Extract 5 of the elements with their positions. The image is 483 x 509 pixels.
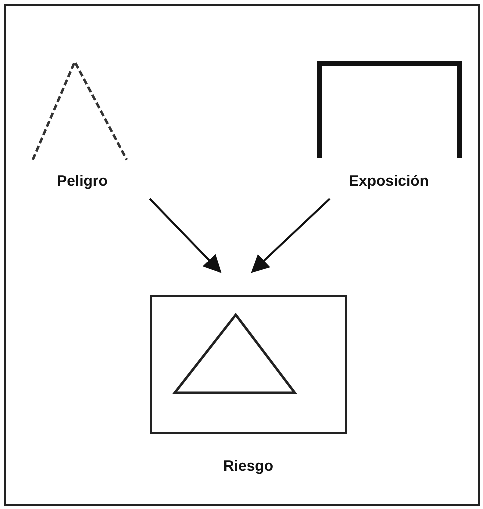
arrow (251, 198, 331, 274)
node-label: Peligro (56, 173, 109, 190)
node-label: Riesgo (222, 458, 274, 475)
node-label: Exposición (348, 173, 430, 190)
arrow (149, 198, 222, 274)
